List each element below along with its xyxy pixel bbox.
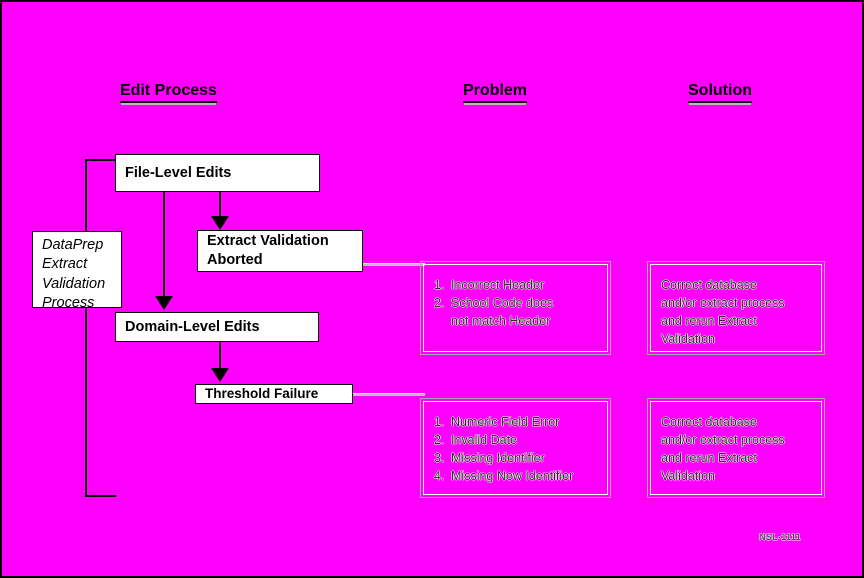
arrow-file-to-extract-head xyxy=(211,216,229,230)
solution-line-1: Correct database xyxy=(661,278,757,292)
extract-aborted-line-2: Aborted xyxy=(207,252,263,268)
threshold-failure-label: Threshold Failure xyxy=(205,386,319,402)
problem-item-number: 1. xyxy=(434,278,445,292)
problem-item-number: 3. xyxy=(434,451,445,466)
bracket-top-segment xyxy=(85,159,117,161)
domain-level-edits-label: Domain-Level Edits xyxy=(125,318,260,335)
file-level-edits-label: File-Level Edits xyxy=(125,164,232,181)
problem-list-item: 2. School Code does xyxy=(434,294,607,312)
solution-box-aborted: Correct database and/or extract process … xyxy=(647,261,825,355)
arrow-domain-to-threshold-line xyxy=(219,342,221,374)
problem-item-number: 2. xyxy=(434,296,445,311)
dataprep-line-4: Process xyxy=(42,294,95,311)
solution-line-2: and/or extract process xyxy=(661,296,785,311)
column-header-problem: Problem xyxy=(463,82,528,103)
column-header-solution: Solution xyxy=(688,82,752,103)
bracket-vertical-segment xyxy=(85,159,87,497)
problem-item-number: 1. xyxy=(434,415,445,429)
node-domain-level-edits[interactable]: Domain-Level Edits xyxy=(115,312,319,342)
problem-list-item: 3. Missing Identifier xyxy=(434,449,607,467)
problem-item-number: 4. xyxy=(434,469,445,484)
problem-box-aborted: 1. Incorrect Header 2. School Code does … xyxy=(420,261,611,355)
problem-list-item: 1. Incorrect Header xyxy=(434,276,607,294)
bracket-bottom-segment xyxy=(85,495,116,497)
problem-item-text: School Code does xyxy=(451,296,554,311)
dataprep-line-3: Validation xyxy=(42,275,106,292)
problem-list-item: 1. Numeric Field Error xyxy=(434,413,607,431)
problem-item-text: Missing Identifier xyxy=(451,451,545,466)
solution-box-threshold: Correct database and/or extract process … xyxy=(647,398,825,498)
leader-line-threshold-to-problem xyxy=(351,393,425,396)
problem-item-continuation: not match Header xyxy=(451,314,551,329)
arrow-file-to-domain-line xyxy=(163,192,165,297)
problem-list-item: 4. Missing New Identifier xyxy=(434,467,607,485)
node-dataprep-extract-validation-process[interactable]: DataPrep Extract Validation Process xyxy=(32,231,122,311)
arrow-domain-to-threshold-head xyxy=(211,368,229,382)
arrow-file-to-domain-head xyxy=(155,296,173,310)
leader-line-aborted-to-problem xyxy=(361,263,425,266)
node-extract-validation-aborted[interactable]: Extract Validation Aborted xyxy=(197,230,363,272)
column-header-edit-process: Edit Process xyxy=(120,82,217,103)
extract-aborted-line-1: Extract Validation xyxy=(207,233,329,250)
problem-list-item: 2. Invalid Date xyxy=(434,431,607,449)
problem-item-text: Numeric Field Error xyxy=(451,415,560,429)
solution-line-3: and rerun Extract xyxy=(661,451,757,466)
node-file-level-edits[interactable]: File-Level Edits xyxy=(115,154,320,192)
dataprep-line-1: DataPrep xyxy=(42,237,104,253)
problem-item-text: Missing New Identifier xyxy=(451,469,574,484)
solution-line-4: Validation xyxy=(661,469,715,484)
problem-item-text: Incorrect Header xyxy=(451,278,545,292)
solution-line-3: and rerun Extract xyxy=(661,314,757,329)
node-threshold-failure[interactable]: Threshold Failure xyxy=(195,384,353,404)
solution-line-4: Validation xyxy=(661,332,715,347)
solution-line-1: Correct database xyxy=(661,415,757,429)
problem-item-number: 2. xyxy=(434,433,445,448)
document-code-label: NSL-1111 xyxy=(759,532,801,542)
solution-line-2: and/or extract process xyxy=(661,433,785,448)
arrow-file-to-extract-line xyxy=(219,192,221,222)
dataprep-line-2: Extract xyxy=(42,256,88,273)
problem-item-text: Invalid Date xyxy=(451,433,518,448)
problem-box-threshold: 1. Numeric Field Error 2. Invalid Date 3… xyxy=(420,398,611,498)
